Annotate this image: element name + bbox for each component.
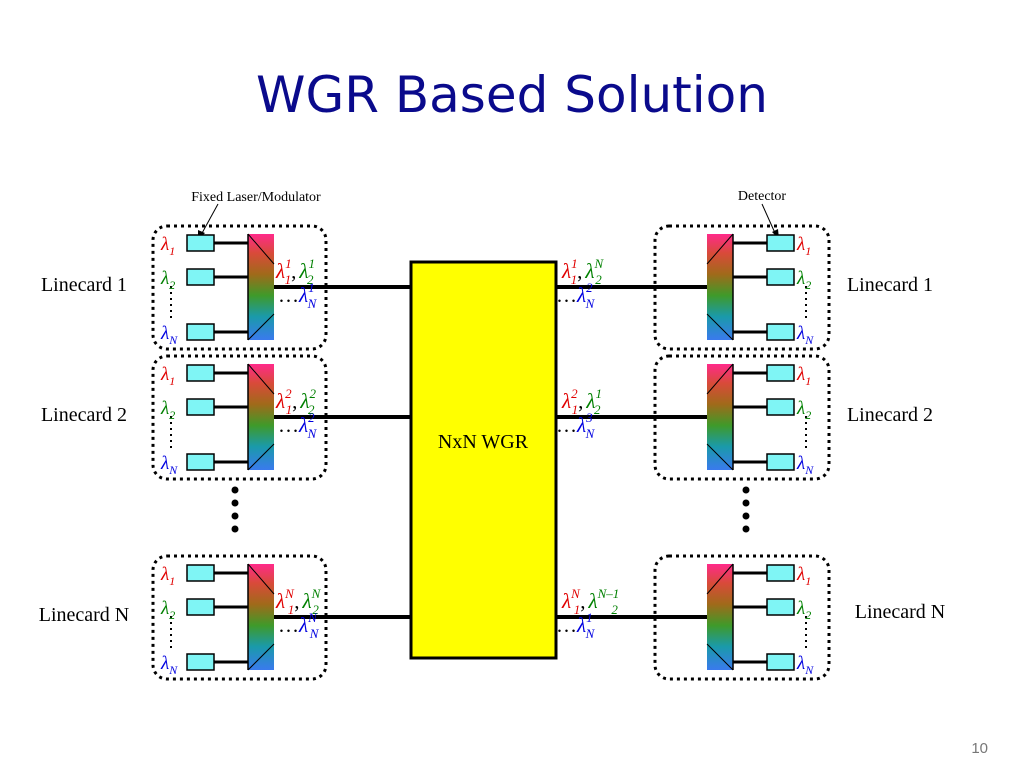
multiplexer-prism: [248, 364, 274, 470]
detector-box: [766, 234, 795, 252]
linecard-left-border: [151, 554, 328, 681]
vertical-ellipsis-right: [742, 486, 750, 533]
demultiplexer-prism: [707, 564, 733, 670]
prism-edge: [247, 313, 275, 341]
page-number: 10: [971, 740, 988, 757]
wgr-box: [409, 260, 558, 660]
port-lambda-label: λ2: [796, 598, 811, 622]
multiplexer-prism: [248, 234, 274, 340]
port-lambda-label: λN: [796, 323, 814, 347]
linecard-left-label: Linecard 1: [41, 274, 127, 296]
prism-edge: [247, 443, 275, 471]
linecard-left-border: [151, 354, 328, 481]
port-lambda-label: λN: [160, 453, 178, 477]
laser-modulator-box: [186, 564, 215, 582]
port-lambda-label: λN: [160, 323, 178, 347]
port-lambda-label: λ2: [796, 398, 811, 422]
detector-box: [766, 268, 795, 286]
port-lambda-label: λ2: [160, 398, 175, 422]
laser-modulator-box: [186, 398, 215, 416]
detector-box: [766, 453, 795, 471]
demultiplexer-prism: [707, 364, 733, 470]
port-lambda-label: λN: [796, 653, 814, 677]
wgr-label: NxN WGR: [438, 431, 529, 453]
detector-box: [766, 598, 795, 616]
detector-box: [766, 364, 795, 382]
port-lambda-label: λ1: [160, 364, 175, 388]
prism-edge: [706, 443, 734, 471]
detector-box: [766, 398, 795, 416]
demultiplexer-prism: [707, 234, 733, 340]
detector-callout-line: [761, 203, 776, 234]
port-lambda-label: λN: [160, 653, 178, 677]
laser-modulator-box: [186, 453, 215, 471]
port-lambda-label: λ1: [160, 564, 175, 588]
port-lambda-label: λ1: [796, 564, 811, 588]
linecard-right-label: Linecard N: [855, 601, 946, 623]
linecard-right-label: Linecard 1: [847, 274, 933, 296]
linecard-right-label: Linecard 2: [847, 404, 933, 426]
prism-edge: [247, 233, 275, 265]
laser-modulator-box: [186, 323, 215, 341]
laser-modulator-box: [186, 268, 215, 286]
prism-edge: [706, 363, 734, 395]
port-lambda-label: λ2: [160, 268, 175, 292]
prism-edge: [706, 643, 734, 671]
linecard-right-border: [653, 354, 831, 481]
port-lambda-label: λ1: [796, 234, 811, 258]
port-lambda-label: λ1: [160, 234, 175, 258]
laser-modulator-box: [186, 598, 215, 616]
port-lambda-label: λN: [796, 453, 814, 477]
detector-callout: Detector: [738, 189, 787, 204]
detector-box: [766, 323, 795, 341]
slide-title: WGR Based Solution: [256, 66, 768, 124]
detector-box: [766, 653, 795, 671]
vertical-ellipsis-left: [231, 486, 239, 533]
laser-modulator-box: [186, 234, 215, 252]
port-lambda-label: λ1: [796, 364, 811, 388]
linecard-left-label: Linecard 2: [41, 404, 127, 426]
prism-edge: [706, 313, 734, 341]
prism-edge: [247, 643, 275, 671]
detector-box: [766, 564, 795, 582]
linecard-left-label: Linecard N: [39, 604, 130, 626]
prism-edge: [247, 363, 275, 395]
port-lambda-label: λ2: [160, 598, 175, 622]
linecard-left-border: [151, 224, 328, 351]
laser-modulator-box: [186, 364, 215, 382]
linecard-right-border: [653, 554, 831, 681]
prism-edge: [247, 563, 275, 595]
multiplexer-prism: [248, 564, 274, 670]
port-lambda-label: λ2: [796, 268, 811, 292]
linecard-right-border: [653, 224, 831, 351]
laser-callout: Fixed Laser/Modulator: [191, 190, 321, 205]
prism-edge: [706, 563, 734, 595]
prism-edge: [706, 233, 734, 265]
laser-modulator-box: [186, 653, 215, 671]
laser-callout-line: [200, 203, 219, 236]
